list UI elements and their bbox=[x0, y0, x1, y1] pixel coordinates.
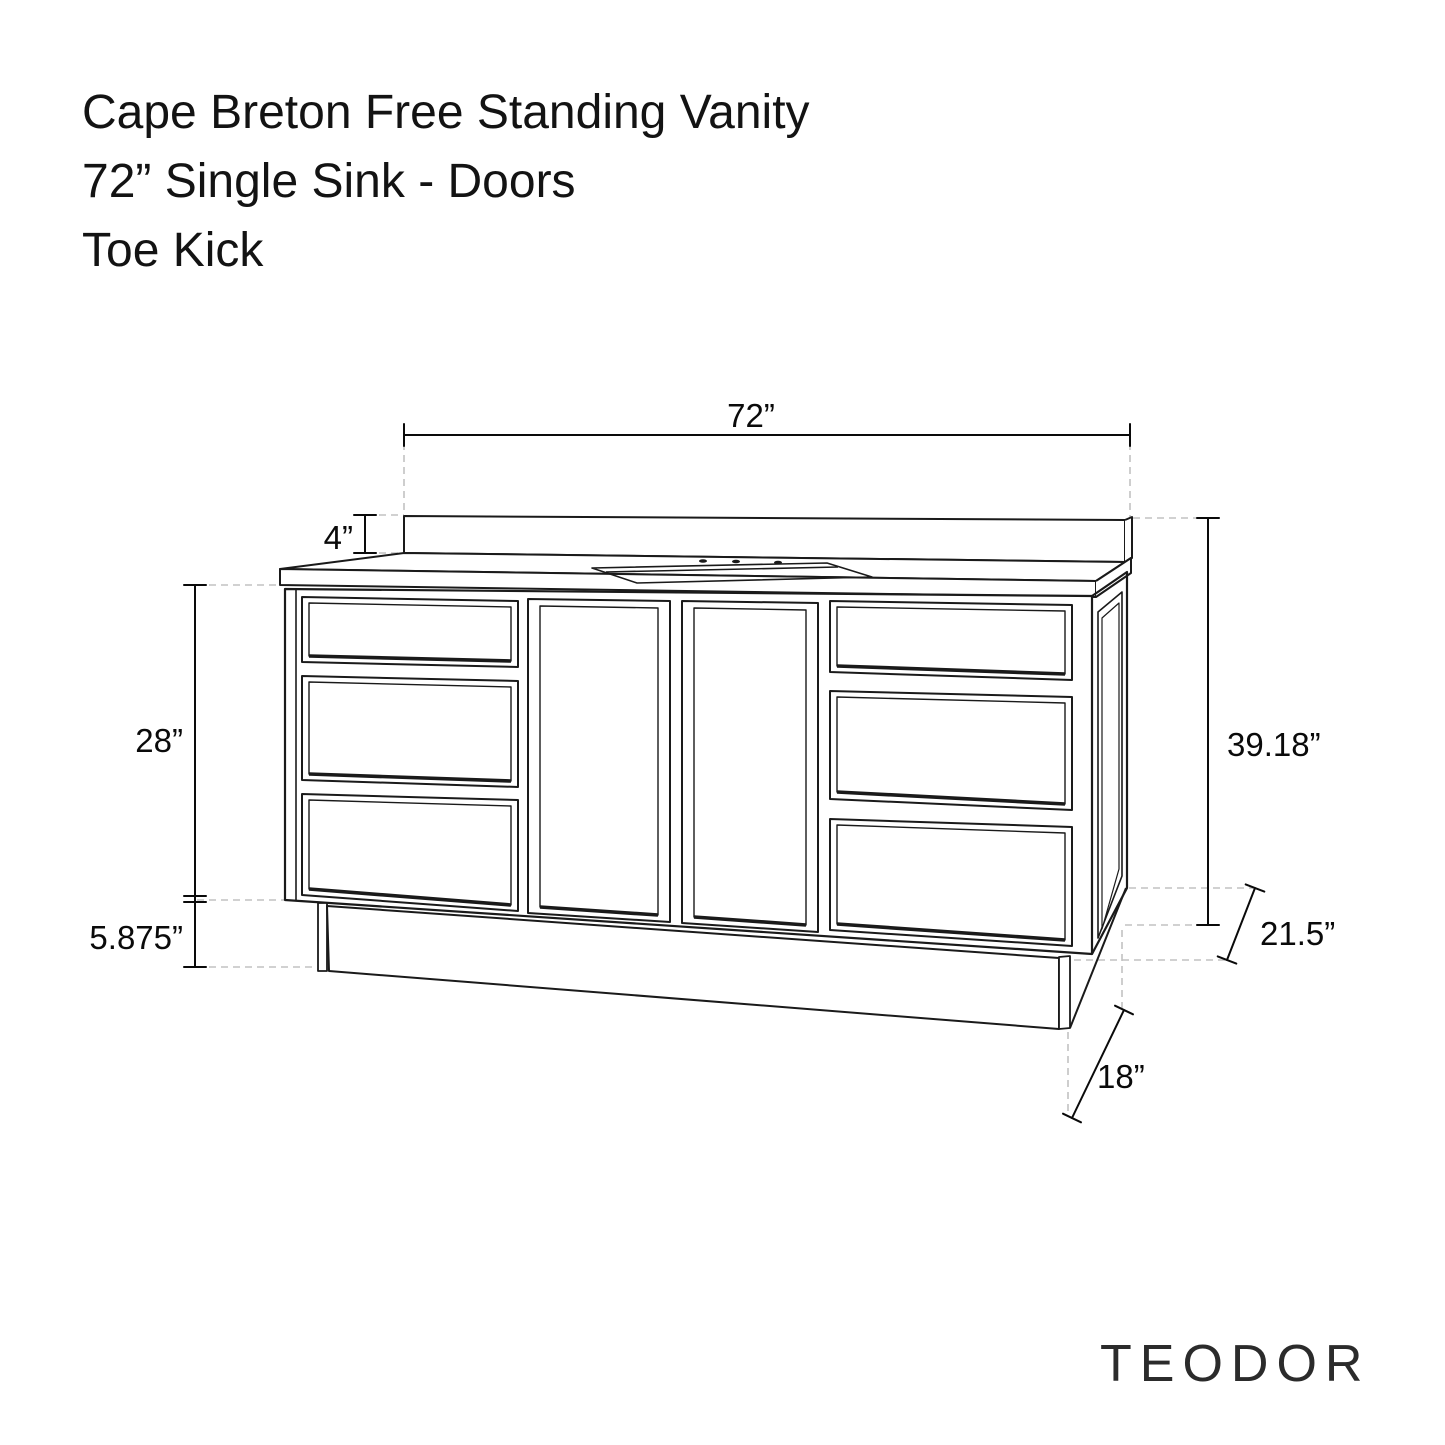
dim-cabinet-height bbox=[184, 585, 206, 967]
title-line-3: Toe Kick bbox=[82, 224, 264, 277]
dim-toe-kick-depth bbox=[1063, 1006, 1133, 1123]
total-height-dimension-label: 39.18” bbox=[1227, 726, 1321, 763]
dim-toe-kick-height bbox=[184, 902, 206, 967]
total-depth-dimension-label: 21.5” bbox=[1260, 915, 1336, 952]
dim-width bbox=[404, 424, 1130, 446]
side-panel bbox=[1092, 572, 1127, 954]
dim-total-depth bbox=[1218, 884, 1265, 963]
width-dimension-label: 72” bbox=[727, 397, 775, 434]
dim-backsplash-height bbox=[354, 515, 376, 553]
backsplash-height-dimension-label: 4” bbox=[323, 519, 353, 556]
guide-lines bbox=[197, 443, 1253, 1116]
dim-total-height bbox=[1197, 518, 1219, 925]
toe-kick-height-dimension-label: 5.875” bbox=[89, 919, 183, 956]
brand-logo: TEODOR bbox=[1100, 1335, 1371, 1393]
door-right bbox=[682, 601, 818, 932]
backsplash bbox=[404, 516, 1132, 562]
faucet-holes bbox=[699, 559, 782, 565]
drawer-left-3 bbox=[302, 794, 518, 911]
cabinet-height-dimension-label: 28” bbox=[135, 722, 183, 759]
door-left bbox=[528, 599, 670, 922]
drawer-left-1 bbox=[302, 597, 518, 667]
sink-cutout bbox=[592, 563, 872, 583]
drawer-right-1 bbox=[830, 601, 1072, 680]
drawer-left-2 bbox=[302, 676, 518, 787]
title-line-2: 72” Single Sink - Doors bbox=[82, 155, 576, 208]
toe-kick bbox=[318, 888, 1126, 1029]
drawer-right-2 bbox=[830, 691, 1072, 810]
countertop bbox=[280, 553, 1131, 597]
title-line-1: Cape Breton Free Standing Vanity bbox=[82, 86, 810, 139]
toe-kick-depth-dimension-label: 18” bbox=[1097, 1058, 1145, 1095]
drawer-right-3 bbox=[830, 819, 1072, 946]
drawing-title: Cape Breton Free Standing Vanity 72” Sin… bbox=[82, 78, 810, 285]
